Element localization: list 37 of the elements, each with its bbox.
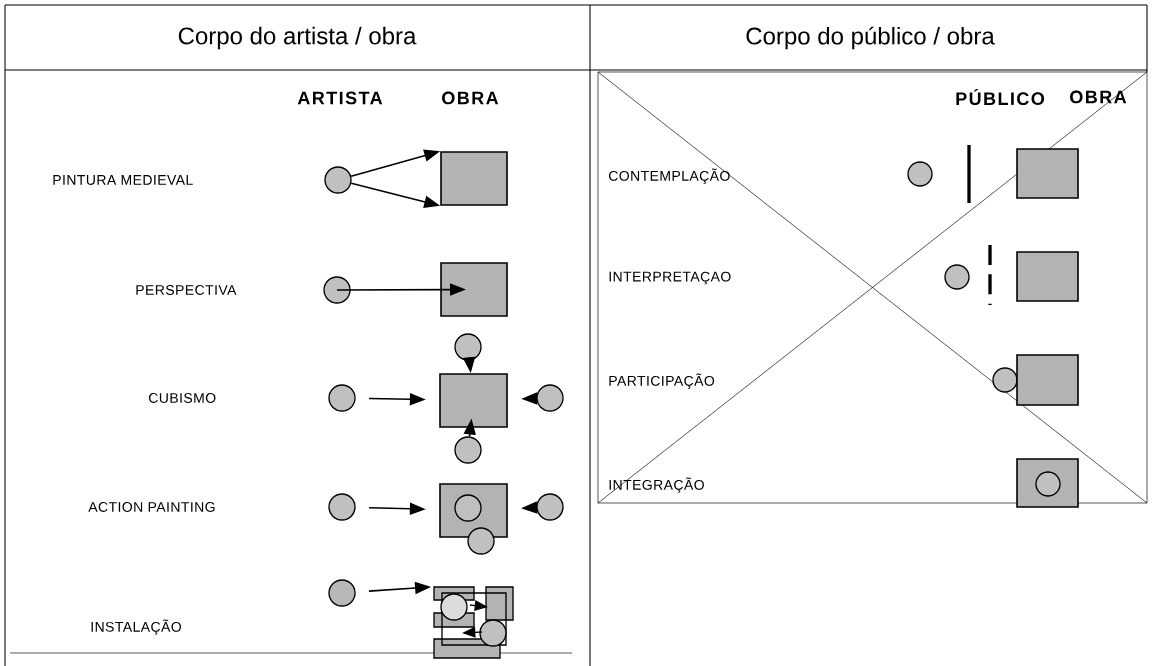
square-shape	[439, 373, 508, 428]
circle-shape	[1035, 471, 1061, 497]
square-shape	[440, 262, 508, 317]
square-shape	[1016, 148, 1079, 199]
row-label: PARTICIPAÇÃO	[609, 373, 715, 389]
circle-shape	[454, 436, 482, 464]
circle-shape	[454, 333, 482, 361]
circle-shape	[944, 264, 970, 290]
square-shape	[1016, 354, 1079, 406]
circle-shape	[467, 527, 495, 555]
row-label: INSTALAÇÃO	[91, 619, 181, 635]
column-header: Corpo do público / obra	[746, 26, 995, 50]
circle-shape	[536, 384, 564, 412]
square-shape	[440, 151, 508, 206]
installation-drawing	[433, 586, 514, 659]
column-heading: ARTISTA	[297, 91, 383, 105]
row-label: CUBISMO	[149, 393, 216, 403]
circle-shape	[323, 276, 351, 304]
circle-shape	[907, 161, 933, 187]
circle-shape	[328, 384, 356, 412]
column-heading: OBRA	[442, 91, 499, 105]
circle-shape	[992, 367, 1018, 393]
circle-shape	[328, 579, 356, 607]
circle-shape	[454, 494, 482, 522]
row-label: INTEGRAÇÃO	[609, 477, 704, 493]
row-label: INTERPRETAÇAO	[609, 271, 731, 285]
circle-shape	[324, 166, 352, 194]
row-label: CONTEMPLAÇÃO	[609, 168, 730, 184]
square-shape	[1016, 251, 1079, 302]
column-heading: OBRA	[1070, 90, 1127, 104]
circle-shape	[536, 493, 564, 521]
row-label: PERSPECTIVA	[136, 285, 237, 295]
circle-shape	[328, 493, 356, 521]
column-heading: PÚBLICO	[956, 88, 1045, 106]
row-label: PINTURA MEDIEVAL	[53, 175, 193, 185]
row-label: ACTION PAINTING	[88, 502, 215, 512]
column-header: Corpo do artista / obra	[178, 26, 417, 50]
